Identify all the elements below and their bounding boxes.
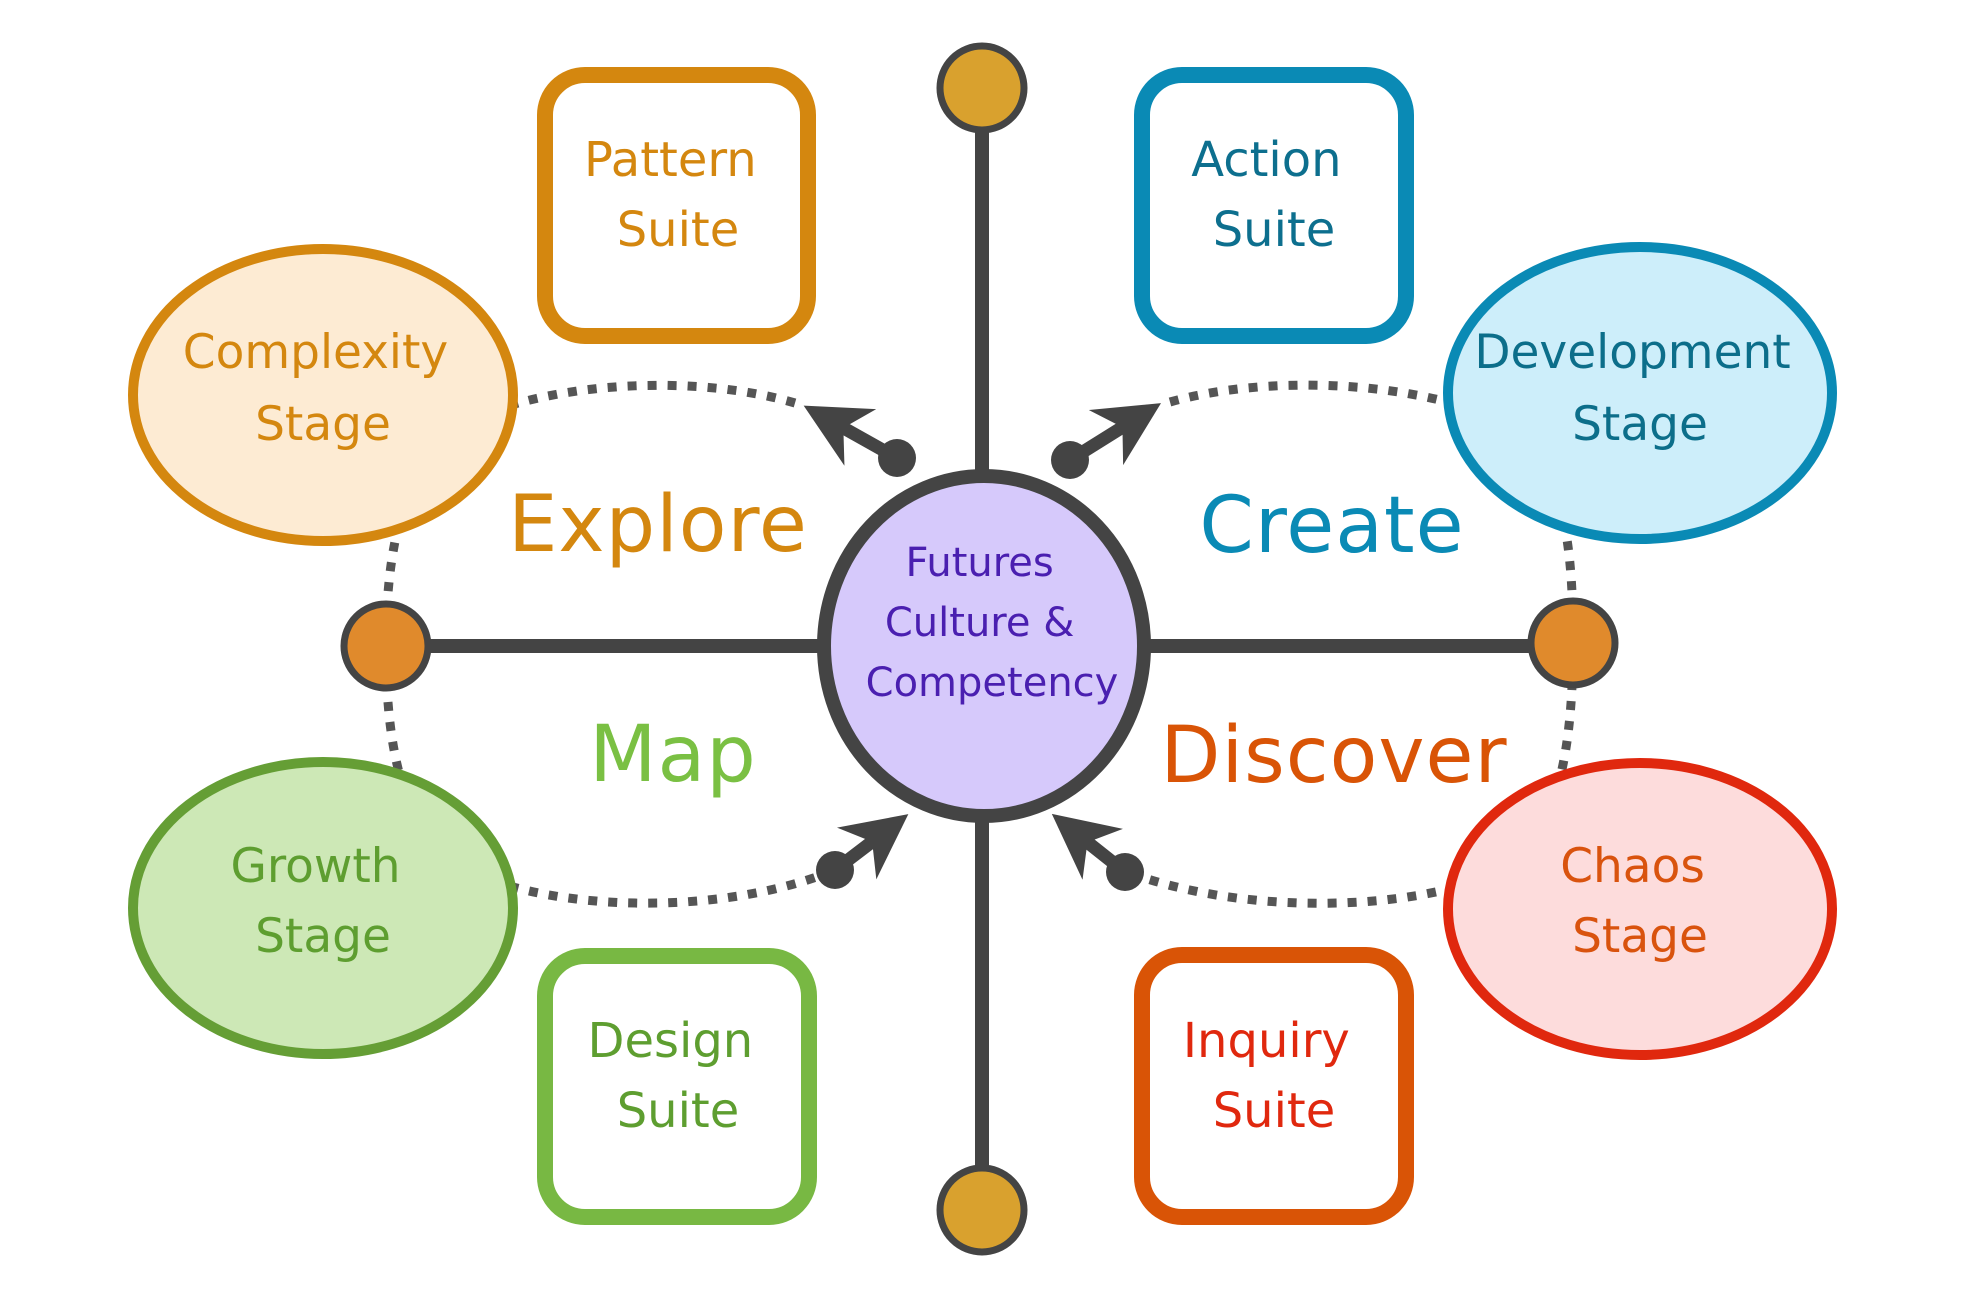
- suite-design-line-2: Suite: [617, 1083, 740, 1139]
- center-ellipse: [817, 469, 1151, 823]
- arrow-upper-left: [803, 405, 916, 477]
- center-label-line-1: Futures: [906, 540, 1054, 586]
- suite-action-box: [1134, 67, 1414, 344]
- arrow-upper-right: [1051, 403, 1162, 479]
- quadrant-label-explore: Explore: [508, 480, 808, 570]
- suite-design-label: Design Suite: [588, 1013, 769, 1139]
- suite-design[interactable]: Design Suite: [537, 948, 817, 1225]
- stage-development[interactable]: Development Stage: [1443, 242, 1837, 544]
- stage-growth-line-1: Growth: [230, 839, 400, 894]
- stage-development-label: Development Stage: [1474, 325, 1805, 452]
- stage-growth-label: Growth Stage: [230, 839, 415, 964]
- suite-pattern-line-1: Pattern: [584, 132, 757, 188]
- axis-node-bottom[interactable]: [936, 1164, 1028, 1256]
- stage-growth-ellipse: [128, 757, 518, 1059]
- stage-complexity-line-1: Complexity: [183, 325, 448, 380]
- stage-complexity-line-2: Stage: [255, 397, 391, 452]
- suite-inquiry-box: [1134, 947, 1414, 1225]
- stage-development-line-1: Development: [1474, 325, 1790, 380]
- suite-action-line-1: Action: [1191, 132, 1341, 188]
- stage-complexity-label: Complexity Stage: [183, 325, 463, 452]
- stage-chaos[interactable]: Chaos Stage: [1443, 758, 1837, 1060]
- suite-design-box: [537, 948, 817, 1225]
- quadrant-label-map: Map: [589, 710, 757, 800]
- suite-action-line-2: Suite: [1213, 202, 1336, 258]
- quadrant-label-discover: Discover: [1160, 711, 1507, 801]
- suite-inquiry-line-2: Suite: [1213, 1083, 1336, 1139]
- suite-inquiry[interactable]: Inquiry Suite: [1134, 947, 1414, 1225]
- arrow-lower-left: [816, 814, 909, 889]
- stage-development-line-2: Stage: [1572, 397, 1708, 452]
- suite-action-label: Action Suite: [1191, 132, 1357, 258]
- center-label: Futures Culture & Competency: [866, 540, 1119, 706]
- axis-node-right[interactable]: [1527, 597, 1619, 689]
- stage-chaos-label: Chaos Stage: [1560, 839, 1720, 964]
- stage-chaos-ellipse: [1443, 758, 1837, 1060]
- stage-chaos-line-1: Chaos: [1560, 839, 1705, 894]
- stage-development-ellipse: [1443, 242, 1837, 544]
- suite-pattern-line-2: Suite: [617, 202, 740, 258]
- stage-chaos-line-2: Stage: [1572, 909, 1708, 964]
- suite-inquiry-label: Inquiry Suite: [1183, 1013, 1365, 1139]
- stage-growth[interactable]: Growth Stage: [128, 757, 518, 1059]
- suite-pattern[interactable]: Pattern Suite: [537, 67, 816, 344]
- center-node[interactable]: Futures Culture & Competency: [817, 469, 1151, 823]
- center-label-line-3: Competency: [866, 660, 1119, 706]
- suite-action[interactable]: Action Suite: [1134, 67, 1414, 344]
- suite-pattern-box: [537, 67, 816, 344]
- stage-complexity[interactable]: Complexity Stage: [128, 244, 518, 546]
- stage-complexity-ellipse: [128, 244, 518, 546]
- arrow-lower-right: [1051, 813, 1144, 891]
- center-label-line-2: Culture &: [885, 600, 1075, 646]
- suite-inquiry-line-1: Inquiry: [1183, 1013, 1350, 1069]
- suite-design-line-1: Design: [588, 1013, 754, 1069]
- suite-pattern-label: Pattern Suite: [584, 132, 772, 258]
- quadrant-label-create: Create: [1199, 481, 1464, 571]
- stage-growth-line-2: Stage: [255, 909, 391, 964]
- axis-node-left[interactable]: [340, 600, 432, 692]
- axis-node-top[interactable]: [936, 42, 1028, 134]
